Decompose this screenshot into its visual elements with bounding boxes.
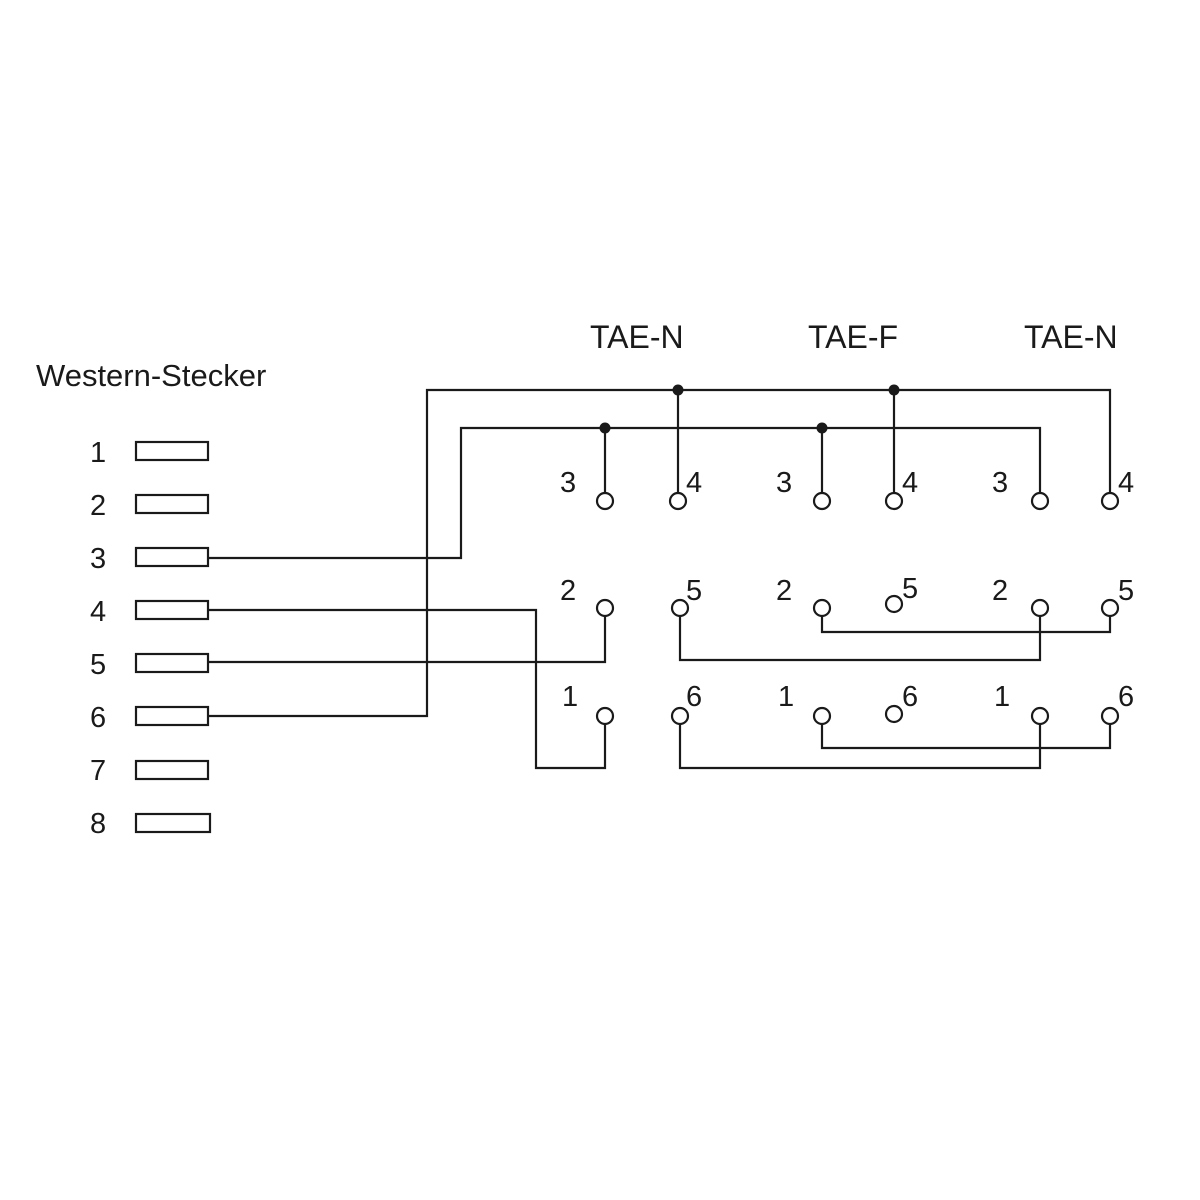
pin-contact — [134, 546, 210, 568]
terminal-label: 3 — [560, 467, 576, 499]
wire-mid-1-to-right-6 — [820, 724, 1112, 750]
terminal-ring — [1100, 706, 1120, 726]
socket-label-tae-f: TAE-F — [808, 319, 898, 355]
terminal-ring — [1030, 491, 1050, 511]
pin-number: 7 — [90, 755, 106, 787]
terminal-ring — [1100, 598, 1120, 618]
wire-mid-2-to-right-5 — [820, 616, 1112, 634]
pin-contact — [134, 652, 210, 674]
terminal-label: 6 — [902, 681, 918, 713]
wire-pin6-bus — [208, 388, 1112, 718]
terminal-labels-mid: 3 4 2 5 1 6 — [776, 467, 918, 713]
terminal-ring — [884, 491, 904, 511]
socket-label-tae-n-right: TAE-N — [1024, 319, 1118, 355]
terminal-label: 5 — [686, 575, 702, 607]
pin-contact — [134, 599, 210, 621]
wire-pin4-to-1 — [208, 608, 607, 770]
terminal-ring — [812, 598, 832, 618]
terminal-label: 6 — [686, 681, 702, 713]
junction-dot — [816, 422, 828, 434]
terminal-ring — [595, 706, 615, 726]
plug-title: Western-Stecker — [36, 358, 266, 393]
pin-number: 5 — [90, 649, 106, 681]
terminal-ring — [595, 598, 615, 618]
terminal-label: 4 — [686, 467, 702, 499]
terminal-labels-right: 3 4 2 5 1 6 — [992, 467, 1134, 713]
pin-contact — [134, 812, 212, 834]
terminal-labels-left: 3 4 2 5 1 6 — [560, 467, 702, 713]
terminal-ring — [884, 594, 904, 614]
pin-contact — [134, 493, 210, 515]
socket-label-tae-n-left: TAE-N — [590, 319, 684, 355]
terminal-label: 1 — [778, 681, 794, 713]
wire-5-to-right-2 — [678, 616, 1042, 662]
terminal-ring — [1030, 598, 1050, 618]
pin-contact — [134, 440, 210, 462]
terminal-label: 6 — [1118, 681, 1134, 713]
terminal-label: 5 — [1118, 575, 1134, 607]
pin-number: 6 — [90, 702, 106, 734]
junction-dot — [599, 422, 611, 434]
junction-dot — [672, 384, 684, 396]
terminal-ring — [595, 491, 615, 511]
terminal-ring — [812, 706, 832, 726]
wire-pin3-bus — [208, 426, 1042, 560]
wires — [208, 388, 1112, 770]
terminal-label: 2 — [776, 575, 792, 607]
junctions — [599, 384, 900, 434]
pin-number: 4 — [90, 596, 106, 628]
terminal-label: 5 — [902, 573, 918, 605]
plug-pins: 1 2 3 4 5 6 7 8 — [90, 437, 212, 840]
terminal-label: 2 — [992, 575, 1008, 607]
terminal-label: 4 — [902, 467, 918, 499]
terminal-ring — [1030, 706, 1050, 726]
terminal-label: 2 — [560, 575, 576, 607]
terminal-ring — [812, 491, 832, 511]
pin-number: 3 — [90, 543, 106, 575]
junction-dot — [888, 384, 900, 396]
terminal-ring — [670, 706, 690, 726]
terminal-label: 1 — [562, 681, 578, 713]
terminal-ring — [668, 491, 688, 511]
terminal-label: 3 — [992, 467, 1008, 499]
pin-contact — [134, 759, 210, 781]
terminal-label: 1 — [994, 681, 1010, 713]
terminals — [595, 491, 1120, 726]
wire-pin5-to-2 — [208, 616, 607, 664]
terminal-ring — [670, 598, 690, 618]
terminal-label: 3 — [776, 467, 792, 499]
terminal-label: 4 — [1118, 467, 1134, 499]
pin-number: 2 — [90, 490, 106, 522]
pin-number: 1 — [90, 437, 106, 469]
wire-6-to-right-1 — [678, 724, 1042, 770]
pin-contact — [134, 705, 210, 727]
terminal-ring — [884, 704, 904, 724]
pin-number: 8 — [90, 808, 106, 840]
terminal-ring — [1100, 491, 1120, 511]
